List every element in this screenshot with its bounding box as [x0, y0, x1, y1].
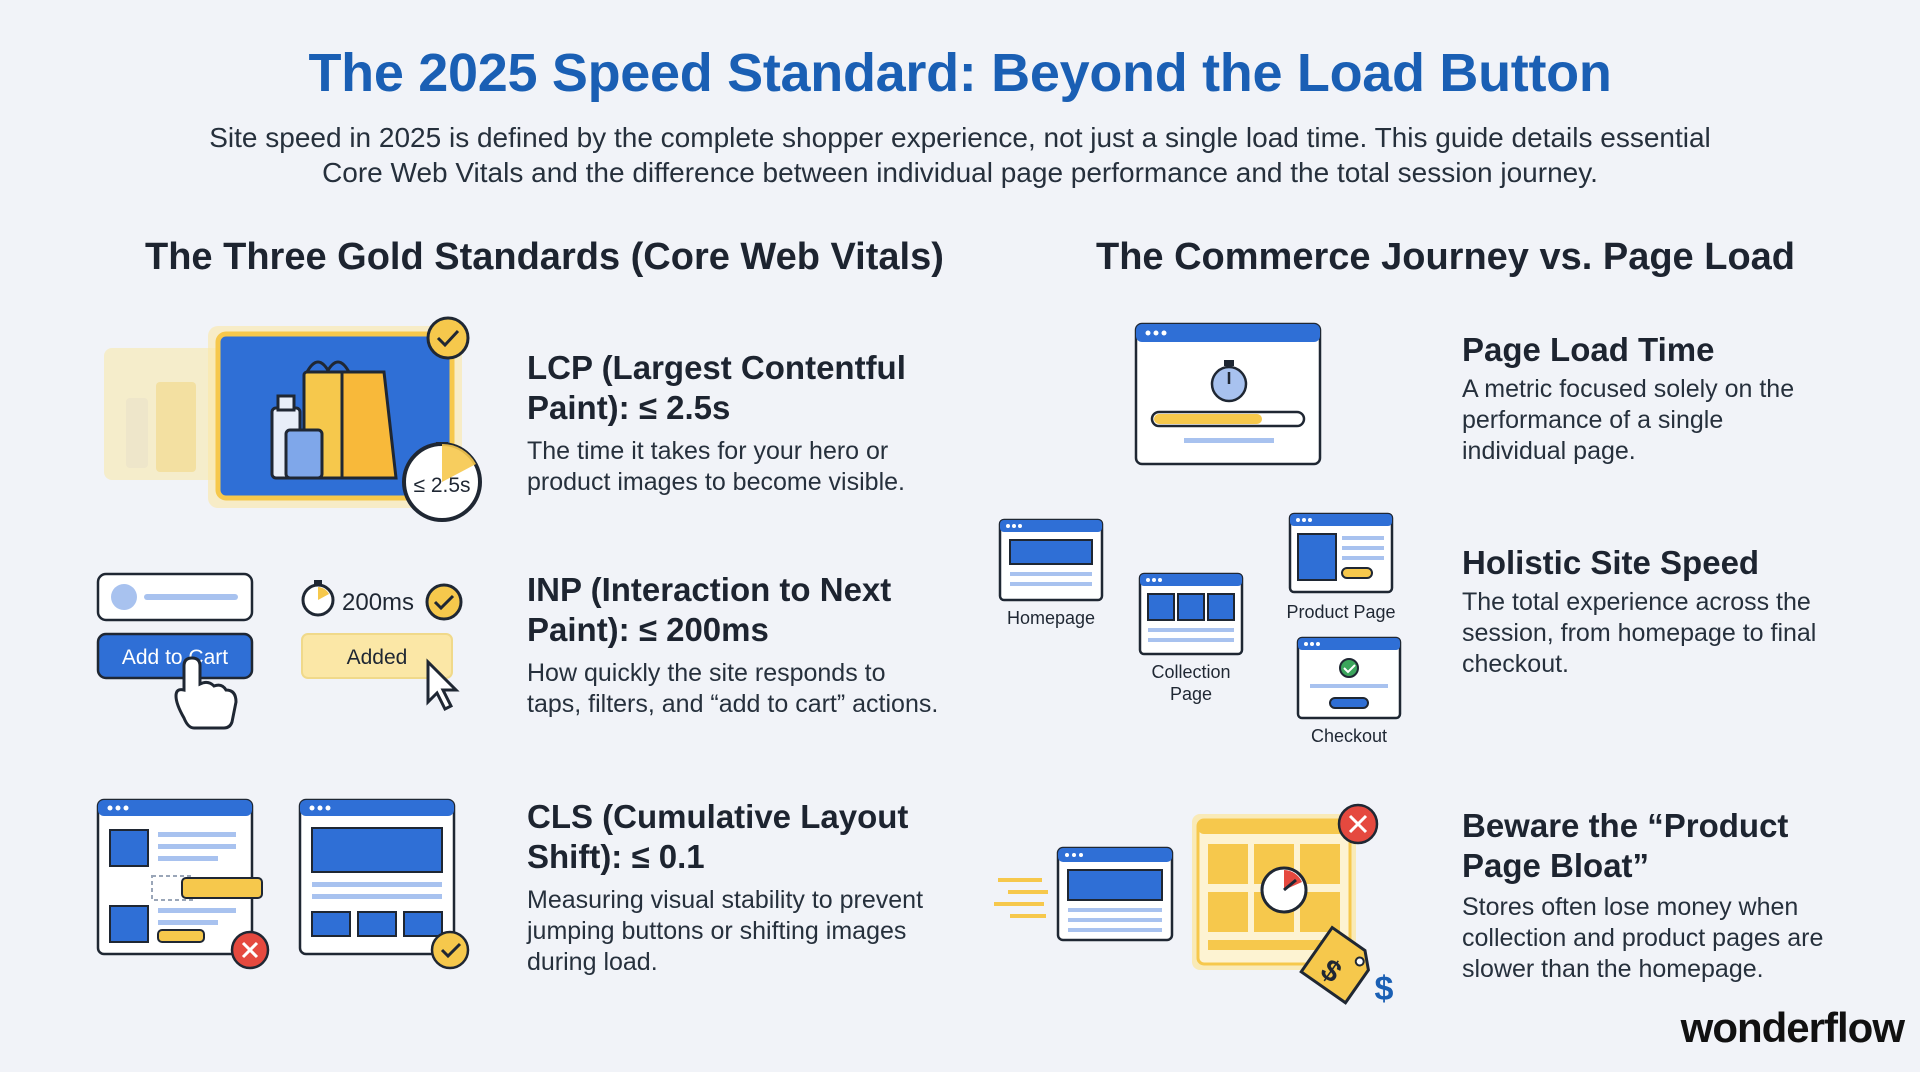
- right-section-heading: The Commerce Journey vs. Page Load: [1096, 236, 1796, 278]
- slow-gauge-icon: [1260, 866, 1308, 914]
- inp-block: INP (Interaction to Next Paint): ≤ 200ms…: [527, 570, 938, 720]
- product-page-window: [1288, 512, 1394, 594]
- cls-illustration: [96, 798, 470, 970]
- holistic-description: The total experience across the session,…: [1462, 588, 1817, 678]
- page-load-description: A metric focused solely on the performan…: [1462, 375, 1795, 465]
- left-section-heading: The Three Gold Standards (Core Web Vital…: [145, 236, 944, 278]
- cls-description: Measuring visual stability to prevent ju…: [527, 886, 924, 976]
- lcp-block: LCP (Largest Contentful Paint): ≤ 2.5s T…: [527, 348, 906, 498]
- checkout-label: Checkout: [1311, 726, 1387, 746]
- lcp-illustration: ≤ 2.5s: [104, 316, 482, 522]
- page-load-title: Page Load Time: [1462, 331, 1715, 368]
- speed-lines: [994, 878, 1048, 918]
- stopwatch-icon: [1210, 360, 1248, 403]
- lcp-time-badge: ≤ 2.5s: [413, 474, 470, 497]
- cls-block: CLS (Cumulative Layout Shift): ≤ 0.1 Mea…: [527, 797, 923, 978]
- price-tag-icon: $: [1299, 925, 1370, 1005]
- holistic-block: Holistic Site Speed The total experience…: [1462, 543, 1816, 680]
- lcp-title: LCP (Largest Contentful Paint): ≤ 2.5s: [527, 349, 906, 426]
- stopwatch-icon-small: [301, 580, 335, 617]
- bloat-block: Beware the “Product Page Bloat” Stores o…: [1462, 806, 1823, 985]
- journey-illustration: Homepage Collection Page Product Page Ch…: [998, 512, 1402, 746]
- add-to-cart-button: [96, 632, 254, 680]
- arrow-cursor-icon: [426, 658, 460, 712]
- bloat-description: Stores often lose money when collection …: [1462, 893, 1824, 983]
- homepage-label: Homepage: [1007, 608, 1095, 628]
- product-page-label: Product Page: [1286, 602, 1395, 622]
- cls-title: CLS (Cumulative Layout Shift): ≤ 0.1: [527, 798, 909, 875]
- subtitle-line-2: Core Web Vitals and the difference betwe…: [322, 157, 1598, 188]
- lcp-description: The time it takes for your hero or produ…: [527, 437, 905, 496]
- inp-description: How quickly the site responds to taps, f…: [527, 659, 939, 718]
- subtitle-line-1: Site speed in 2025 is defined by the com…: [209, 122, 1711, 153]
- page-load-block: Page Load Time A metric focused solely o…: [1462, 330, 1794, 467]
- page-title: The 2025 Speed Standard: Beyond the Load…: [308, 43, 1612, 103]
- checkout-window: [1296, 636, 1402, 720]
- hand-cursor-icon: [174, 656, 238, 730]
- collection-label-line2: Page: [1170, 684, 1212, 704]
- collection-page-window: [1138, 572, 1244, 656]
- check-icon: [425, 583, 463, 621]
- bloat-illustration: $ $: [994, 803, 1394, 1008]
- holistic-title: Holistic Site Speed: [1462, 544, 1760, 581]
- dollar-symbol: $: [1375, 970, 1394, 1008]
- check-icon: [426, 316, 470, 360]
- inp-timer-label: 200ms: [342, 589, 414, 616]
- check-icon: [430, 930, 470, 970]
- stopwatch-icon: [402, 442, 482, 522]
- homepage-window: [998, 518, 1104, 602]
- page-load-illustration: [1134, 322, 1322, 466]
- add-to-cart-label: Add to Cart: [122, 646, 228, 669]
- bloat-title: Beware the “Product Page Bloat”: [1462, 807, 1789, 884]
- inp-illustration: Add to Cart 200ms Added: [96, 572, 463, 730]
- collection-label-line1: Collection: [1151, 662, 1230, 682]
- inp-title: INP (Interaction to Next Paint): ≤ 200ms: [527, 571, 892, 648]
- added-state: [301, 633, 453, 679]
- fast-homepage-window: [1056, 846, 1174, 942]
- stable-layout-window: [298, 798, 456, 956]
- unstable-layout-window: [96, 798, 263, 956]
- page-subtitle: Site speed in 2025 is defined by the com…: [180, 120, 1740, 190]
- added-label: Added: [347, 646, 408, 669]
- wonderflow-logo: wonderflow: [1680, 1004, 1905, 1051]
